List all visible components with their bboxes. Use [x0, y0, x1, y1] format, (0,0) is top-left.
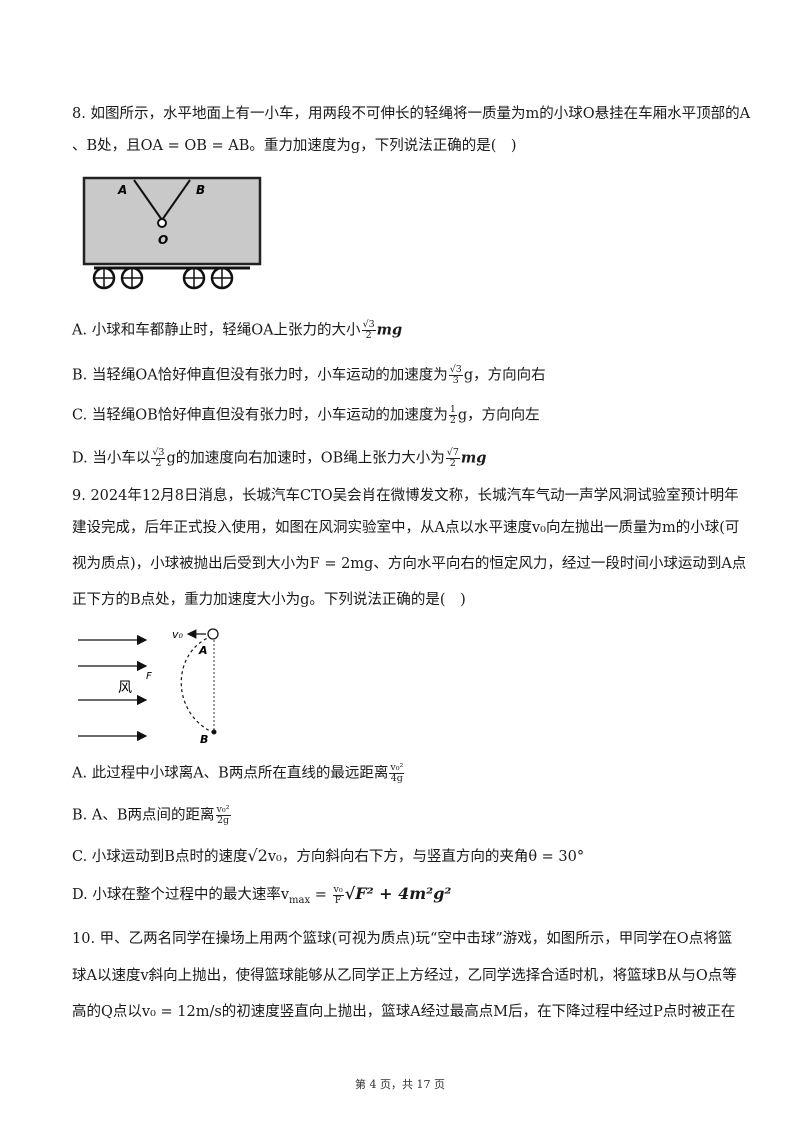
- rope-ob: [161, 179, 191, 221]
- q9-stem-line4: 正下方的B点处，重力加速度大小为g。下列说法正确的是( ): [72, 592, 466, 608]
- point-b: [211, 729, 217, 735]
- q9-stem-line2: 建设完成，后年正式投入使用，如图在风洞实验室中，从A点以水平速度v₀向左抛出一质…: [72, 520, 740, 536]
- q8-stem-line2: 、B处，且OA = OB = AB。重力加速度为g，下列说法正确的是( ): [72, 138, 517, 154]
- fig8-label-o: O: [158, 233, 168, 247]
- rope-oa: [133, 179, 163, 221]
- q10-stem-line3: 高的Q点以v₀ = 12m/s的初速度竖直向上抛出，篮球A经过最高点M后，在下降…: [72, 1004, 736, 1020]
- cart-body: [82, 176, 262, 266]
- q10-stem-line1: 10. 甲、乙两名同学在操场上用两个篮球(可视为质点)玩“空中击球”游戏，如图所…: [72, 931, 733, 947]
- trajectory: [180, 635, 213, 733]
- q9-stem-line3: 视为质点)，小球被抛出后受到大小为F = 2mg、方向水平向右的恒定风力，经过一…: [72, 556, 747, 572]
- fig9-label-b: B: [200, 733, 208, 746]
- q10-stem-line2: 球A以速度v斜向上抛出，使得篮球能够从乙同学正上方经过，乙同学选择合适时机，将篮…: [72, 968, 737, 984]
- q9-stem-line1: 9. 2024年12月8日消息，长城汽车CTO吴会肖在微博发文称，长城汽车气动一…: [72, 488, 739, 504]
- q9-wind-tunnel-figure: v₀ A F 风 B: [78, 628, 219, 746]
- fig8-label-a: A: [117, 183, 127, 197]
- page-footer: 第 4 页，共 17 页: [355, 1078, 445, 1091]
- ball-a: [207, 628, 219, 640]
- q8-cart-figure: A B O: [82, 176, 262, 290]
- fig9-label-v0: v₀: [172, 628, 184, 641]
- fig8-label-b: B: [196, 183, 205, 197]
- ball-o: [157, 218, 167, 228]
- fig9-label-wind: 风: [118, 680, 132, 696]
- fig9-label-a: A: [198, 644, 208, 657]
- q8-stem-line1: 8. 如图所示，水平地面上有一小车，用两段不可伸长的轻绳将一质量为m的小球O悬挂…: [72, 106, 751, 122]
- fig9-label-f: F: [146, 671, 152, 682]
- q9-option-c: C. 小球运动到B点时的速度√2v₀，方向斜向右下方，与竖直方向的夹角θ = 3…: [72, 846, 585, 865]
